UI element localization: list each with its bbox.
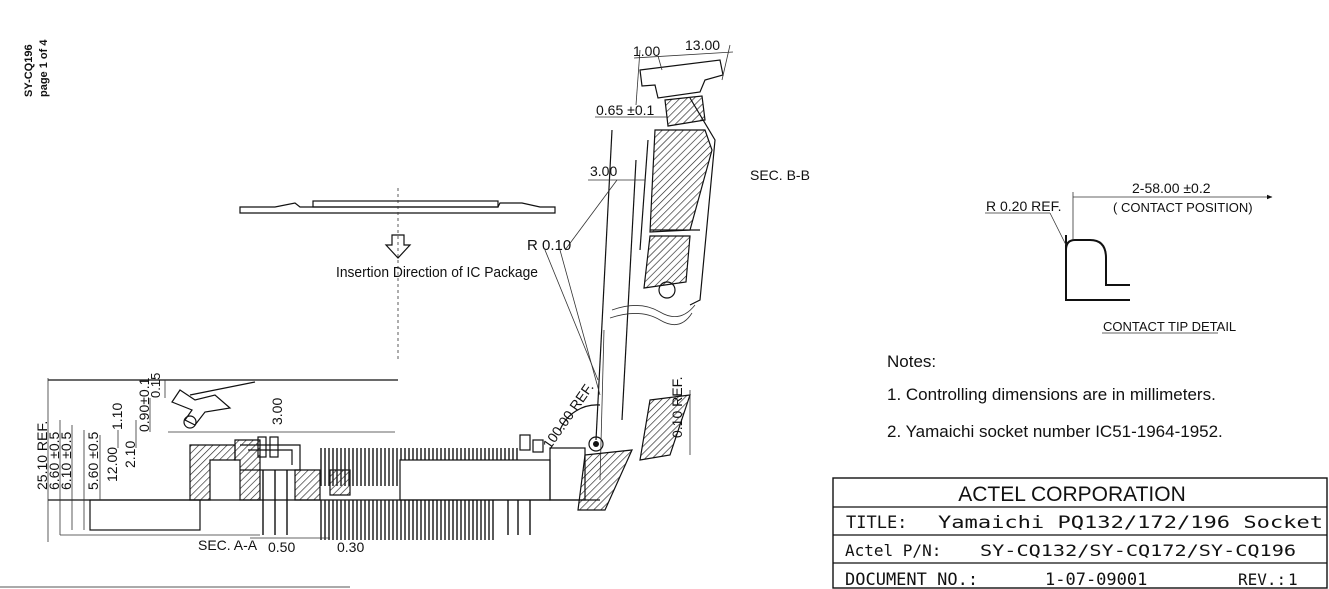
contact-position-dim: 2-58.00 ±0.2 [1132, 180, 1211, 196]
insertion-direction-label: Insertion Direction of IC Package [336, 264, 538, 281]
pn-label: Actel P/N: [845, 541, 941, 560]
pn-value: SY-CQ132/SY-CQ172/SY-CQ196 [980, 541, 1296, 560]
dim-3-00-mid: 3.00 [269, 398, 285, 425]
rev-value: 1 [1288, 570, 1298, 589]
rev-label: REV.: [1238, 570, 1286, 589]
r020-label: R 0.20 REF. [986, 198, 1061, 214]
sheet-reference: SY-CQ196 page 1 of 4 [23, 39, 50, 97]
doc-value: 1-07-09001 [1045, 570, 1147, 589]
contact-tip-detail [985, 192, 1273, 334]
contact-tip-label: CONTACT TIP DETAIL [1103, 319, 1236, 334]
dim-0-50: 0.50 [268, 539, 295, 555]
dim-6-60: 6.60 ±0.5 [46, 432, 62, 490]
drawing-labels: SEC. B-B SEC. A-A R 0.10 R 0.20 REF. 2-5… [34, 37, 1253, 555]
insertion-arrow-icon [384, 234, 412, 259]
dim-6-10: 6.10 ±0.5 [58, 432, 74, 490]
dim-0-15: 0.15 [148, 373, 163, 398]
sheet-ref-doc: SY-CQ196 [23, 44, 35, 97]
dim-0-65: 0.65 ±0.1 [596, 102, 654, 118]
doc-label: DOCUMENT NO.: [845, 570, 978, 589]
dim-0-10-ref: 0.10 REF. [669, 377, 685, 438]
notes: Notes: 1. Controlling dimensions are in … [887, 352, 1223, 441]
dim-12-00: 12.00 [104, 447, 120, 482]
sec-aa-label: SEC. A-A [198, 537, 258, 553]
dim-3-00-top: 3.00 [590, 163, 617, 179]
dim-1-10: 1.10 [109, 403, 125, 430]
sheet-ref-page: page 1 of 4 [38, 39, 50, 97]
dim-5-60: 5.60 ±0.5 [85, 432, 101, 490]
title-value: Yamaichi PQ132/172/196 Socket [938, 513, 1323, 533]
dim-13-00: 13.00 [685, 37, 720, 53]
dim-100-ref: 100.00 REF. [539, 379, 596, 451]
ic-package-sketch: Insertion Direction of IC Package [239, 188, 556, 360]
company-name: ACTEL CORPORATION [958, 483, 1186, 506]
note-2: 2. Yamaichi socket number IC51-1964-1952… [887, 422, 1223, 441]
dim-1-00: 1.00 [633, 43, 660, 59]
dim-2-10: 2.10 [122, 441, 138, 468]
sec-bb-label: SEC. B-B [750, 167, 810, 183]
dim-0-30: 0.30 [337, 539, 364, 555]
note-1: 1. Controlling dimensions are in millime… [887, 385, 1216, 404]
notes-heading: Notes: [887, 352, 936, 371]
section-bb-lid [559, 44, 734, 511]
left-dimension-stack [47, 378, 330, 542]
dim-0-90: 0.90±0.1 [136, 377, 152, 432]
section-aa-base [48, 379, 600, 540]
leader-lines [544, 116, 691, 455]
title-block: ACTEL CORPORATION TITLE: Yamaichi PQ132/… [832, 477, 1328, 589]
r010-label: R 0.10 [527, 237, 571, 254]
dim-25-10-ref: 25.10 REF. [34, 421, 50, 490]
contact-position-note: ( CONTACT POSITION) [1113, 200, 1253, 215]
title-label: TITLE: [846, 513, 907, 533]
